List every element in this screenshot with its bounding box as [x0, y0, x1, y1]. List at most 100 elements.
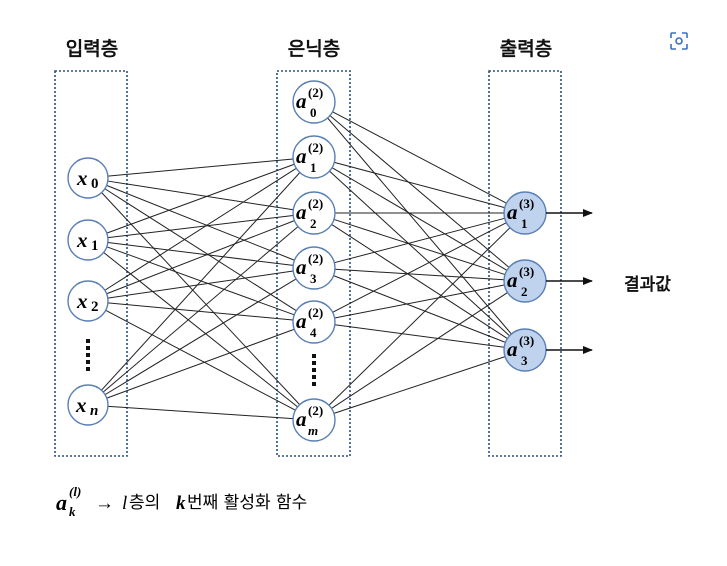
edge-input-hidden [105, 309, 296, 411]
hidden-layer-box [276, 70, 351, 457]
node-label-sup: (2) [308, 403, 323, 418]
edge-hidden-output [332, 111, 507, 204]
edge-input-hidden [106, 184, 295, 261]
node-label-sub: 2 [310, 216, 317, 231]
edge-hidden-output [331, 292, 508, 409]
input-node-x2: x 2 [67, 280, 109, 322]
input-layer-title: 입력층 [65, 38, 119, 60]
edge-input-hidden [101, 172, 301, 391]
input-node-x0: x 0 [67, 157, 109, 199]
edge-input-hidden [104, 167, 297, 291]
output-layer-title: 출력층 [499, 38, 553, 60]
hidden-node-a1: a (2) 1 [292, 135, 336, 179]
edge-input-hidden [104, 188, 297, 312]
node-label-base: a [296, 255, 307, 279]
node-label-sup: (2) [308, 140, 323, 155]
node-label-sup: (2) [308, 85, 323, 100]
output-layer-box [488, 70, 562, 457]
input-node-x1: x 1 [67, 219, 109, 261]
node-label-sub: 4 [310, 325, 317, 340]
input-layer-box [54, 70, 128, 457]
legend-text-1: 층의 [129, 493, 160, 513]
edge-hidden-output [331, 167, 508, 271]
node-label-sub: 1 [310, 160, 317, 175]
edge-hidden-output [334, 217, 505, 264]
node-label-sub: 1 [521, 216, 528, 231]
output-node-a2: a (3) 2 [503, 259, 547, 303]
connections [101, 111, 512, 420]
edge-hidden-output [329, 170, 510, 337]
legend-sub: k [69, 504, 76, 519]
edge-input-hidden [106, 163, 295, 234]
node-label-base: x [76, 166, 88, 190]
node-label-sub: 3 [521, 353, 528, 368]
node-label-base: a [296, 200, 307, 224]
node-label-base: a [507, 268, 518, 292]
hidden-node-a3: a (2) 3 [292, 246, 336, 290]
edge-hidden-output [334, 268, 505, 281]
edge-input-hidden [107, 270, 294, 299]
node-label-base: a [507, 337, 518, 361]
edge-hidden-output [331, 224, 508, 339]
legend-arrow: → [95, 493, 114, 514]
output-node-a1: a (3) 1 [503, 191, 547, 235]
node-label-sub: 0 [310, 105, 317, 120]
node-label-base: a [296, 309, 307, 333]
edge-input-hidden [104, 278, 297, 396]
legend-k-var: k [176, 493, 186, 514]
edge-input-hidden [107, 405, 294, 420]
hidden-node-a0: a (2) 0 [292, 80, 336, 124]
expand-icon[interactable] [668, 30, 690, 52]
edge-hidden-output [333, 356, 506, 414]
node-label-sub: m [308, 423, 318, 438]
input-node-xn: x n [67, 384, 109, 426]
edge-hidden-output [333, 218, 506, 276]
node-label-sup: (3) [519, 264, 534, 279]
hidden-node-a2: a (2) 2 [292, 191, 336, 235]
edge-input-hidden [106, 328, 295, 399]
edge-input-hidden [107, 241, 294, 266]
input-ellipsis [86, 339, 90, 371]
hidden-layer-title: 은닉층 [287, 38, 341, 60]
node-label-base: a [296, 89, 307, 113]
node-label-sub: 0 [91, 176, 99, 192]
edge-hidden-output [329, 115, 510, 268]
node-label-base: a [507, 200, 518, 224]
edge-hidden-output [333, 275, 506, 343]
edge-input-hidden [103, 252, 298, 408]
edge-hidden-output [327, 117, 512, 335]
legend-base: a [56, 490, 67, 515]
edge-hidden-output [332, 222, 507, 313]
node-label-sup: (3) [519, 333, 534, 348]
node-label-sup: (2) [308, 305, 323, 320]
hidden-node-am: a (2) m [292, 398, 336, 442]
edge-input-hidden [107, 302, 294, 321]
edge-hidden-output [328, 227, 511, 406]
node-label-sup: (2) [308, 251, 323, 266]
legend-l-var: l [122, 493, 127, 514]
edge-input-hidden [107, 180, 294, 211]
result-label: 결과값 [624, 275, 671, 295]
edge-input-hidden [107, 158, 294, 177]
node-label-sub: 1 [91, 238, 99, 254]
node-label-base: a [296, 407, 307, 431]
node-label-sub: 2 [91, 299, 99, 315]
node-label-base: x [75, 393, 87, 417]
node-label-sub: 2 [521, 284, 528, 299]
node-label-base: x [76, 228, 88, 252]
edge-hidden-output [334, 284, 505, 319]
node-label-base: a [296, 144, 307, 168]
node-label-sub: n [90, 403, 98, 419]
hidden-ellipsis [312, 354, 316, 386]
edge-hidden-output [334, 324, 505, 348]
hidden-node-a4: a (2) 4 [292, 300, 336, 344]
node-label-sub: 3 [310, 271, 317, 286]
edge-input-hidden [102, 226, 299, 393]
legend-text-2: 번째 활성화 함수 [187, 493, 307, 513]
legend-sup: (l) [69, 484, 81, 499]
edge-input-hidden [101, 192, 301, 405]
edge-input-hidden [107, 214, 294, 239]
edge-hidden-output [334, 161, 505, 209]
